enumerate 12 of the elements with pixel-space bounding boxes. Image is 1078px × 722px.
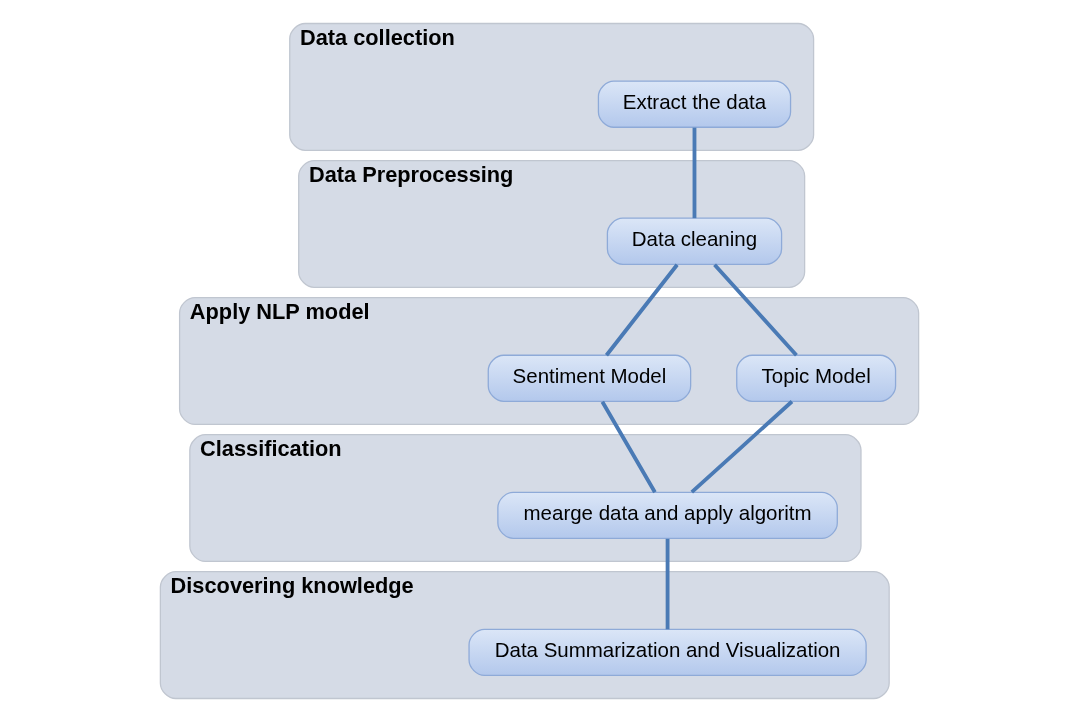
node-box: Topic Model xyxy=(735,354,896,402)
node-box: Extract the data xyxy=(597,80,791,128)
node-box: Sentiment Model xyxy=(487,354,691,402)
connector xyxy=(690,400,793,494)
connector xyxy=(604,263,679,357)
node-box: Data Summarization and Visualization xyxy=(467,628,867,677)
node-box: mearge data and apply algoritm xyxy=(496,491,838,540)
connector xyxy=(665,538,669,630)
connector xyxy=(600,400,657,494)
node-box: Data cleaning xyxy=(606,217,782,265)
connector xyxy=(712,263,798,357)
connector xyxy=(692,127,696,219)
